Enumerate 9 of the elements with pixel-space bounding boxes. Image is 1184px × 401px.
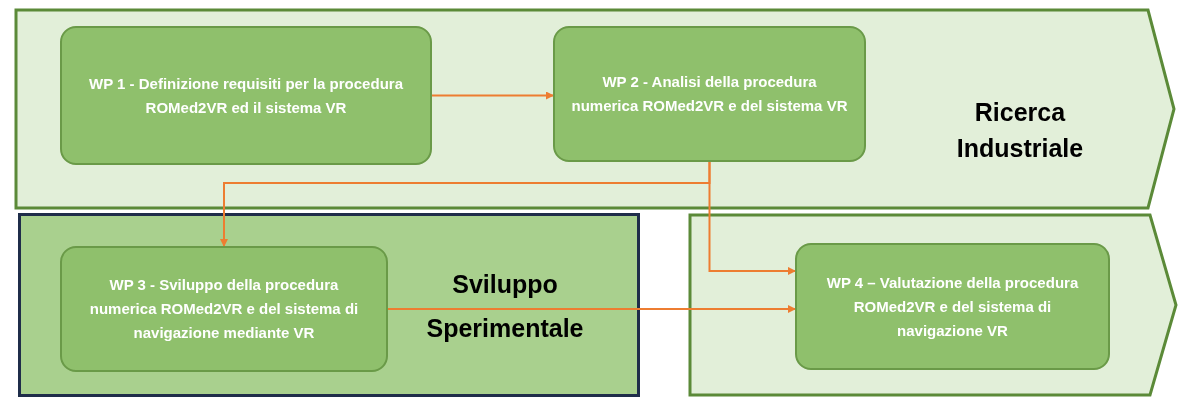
phase-label: Ricerca Industriale — [955, 97, 1085, 164]
process-box: WP 3 - Sviluppo della procedura numerica ROMed2VR e del sistema di navigazione mediante VR — [60, 246, 388, 372]
phase-label: Sviluppo Sperimentale — [425, 269, 585, 344]
process-box: WP 2 - Analisi della procedura numerica ROMed2VR e del sistema VR — [553, 26, 866, 162]
connector-arrow — [708, 161, 796, 275]
process-box: WP 4 – Valutazione della procedura ROMed2VR e del sistema di navigazione VR — [795, 243, 1110, 370]
connector-arrow — [387, 305, 796, 313]
connector-arrow — [431, 91, 554, 100]
process-box: WP 1 - Definizione requisiti per la procedura ROMed2VR ed il sistema VR — [60, 26, 432, 165]
